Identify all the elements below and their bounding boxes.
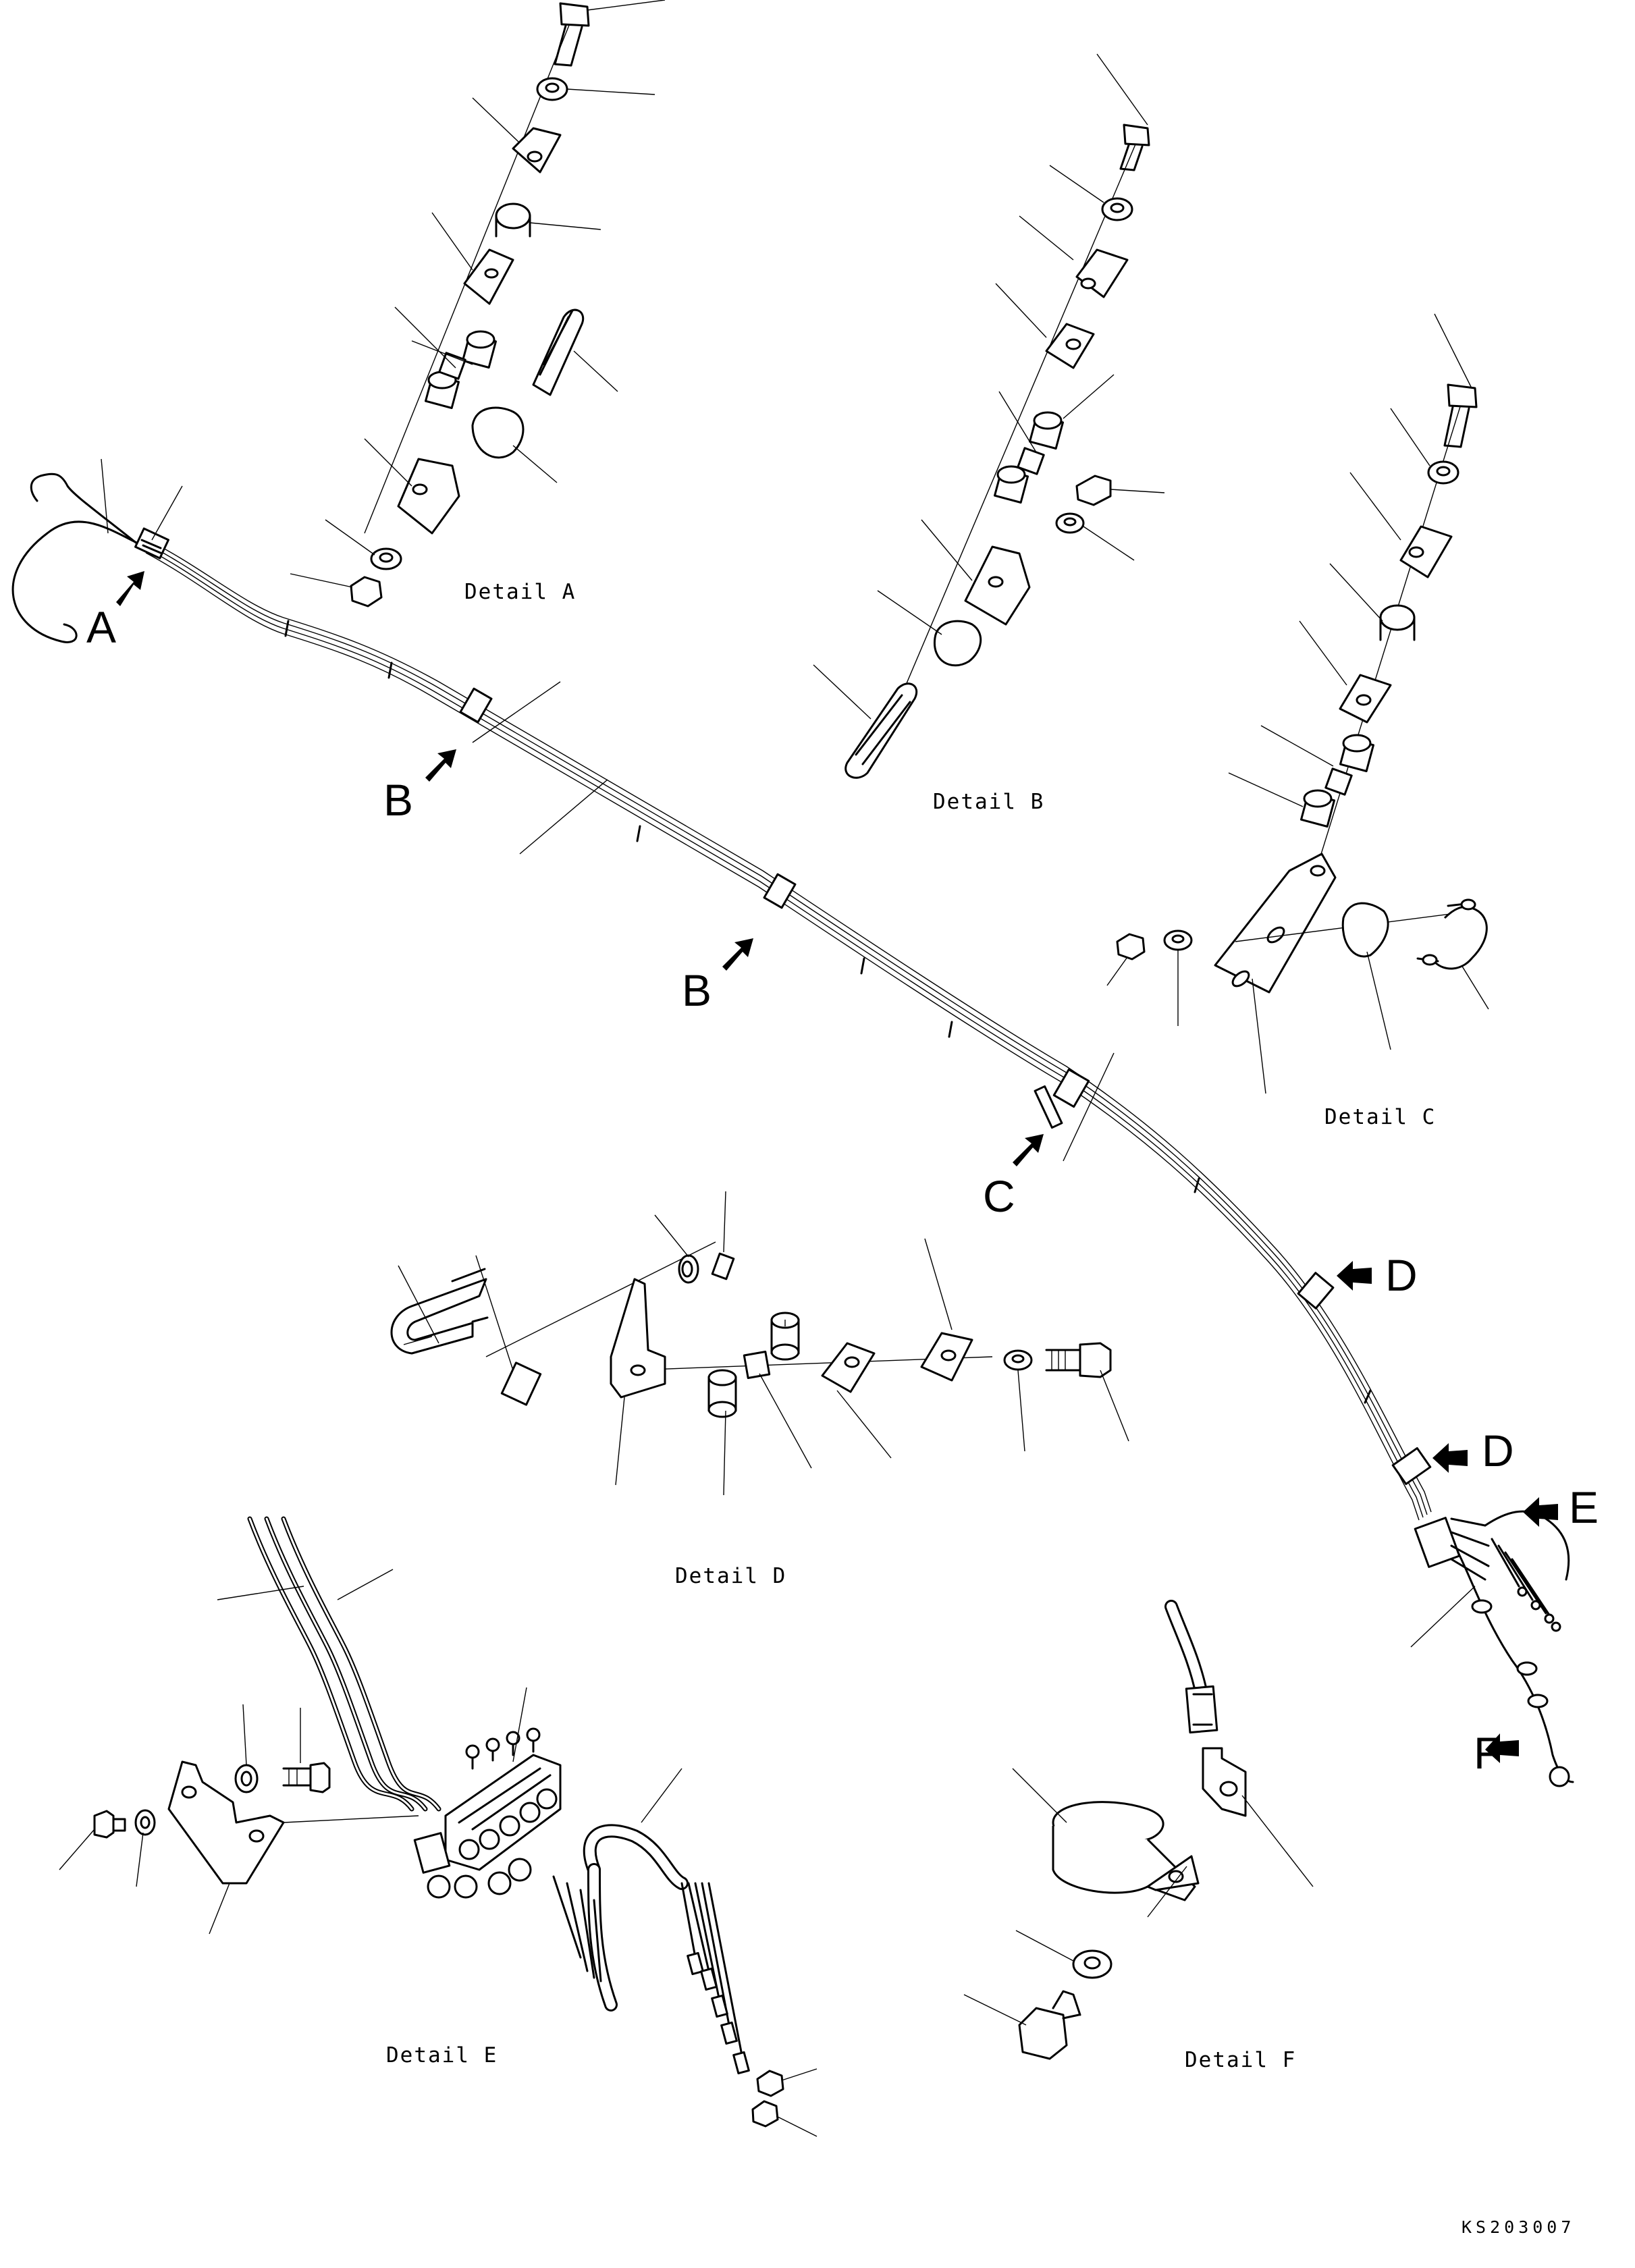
detail-b-exploded: Detail B [813,53,1165,814]
detail-f-caption: Detail F [1185,2048,1296,2072]
detail-f-exploded: Detail F [963,1600,1314,2072]
clip-icon [512,127,562,173]
detail-d-exploded: Detail D [390,1191,1129,1588]
ref-label-e: E [1569,1482,1599,1532]
arrow-e-icon [1523,1497,1558,1527]
spacer-icon [495,202,531,230]
arrow-c-icon [1013,1134,1044,1166]
main-leader-lines [101,458,1476,1648]
detail-b-caption: Detail B [933,790,1044,814]
p-clamp-icon [1052,1801,1200,1901]
arrow-b1-icon [425,749,456,782]
ref-label-a: A [86,602,116,652]
detail-e-exploded: Detail E [59,1516,818,2137]
arrow-a-icon [116,571,144,606]
detail-c-exploded: Detail C [1106,313,1489,1129]
detail-c-caption: Detail C [1324,1105,1436,1129]
detail-d-caption: Detail D [675,1564,786,1588]
bolt-icon [554,2,590,67]
ref-label-d2: D [1482,1426,1514,1476]
arrow-d2-icon [1432,1443,1468,1473]
arrow-b2-icon [722,938,753,971]
ref-label-d1: D [1385,1250,1418,1300]
bracket-icon [397,458,460,535]
detail-a-exploded: Detail A [290,0,666,608]
ref-label-b2: B [682,965,712,1015]
cushion-icon [471,406,525,459]
ref-label-f: F [1474,1728,1501,1778]
view-reference-arrows: A B B C D D E F [86,571,1599,1778]
ref-label-b1: B [383,775,413,825]
ref-label-c: C [983,1171,1015,1221]
arrow-d1-icon [1337,1261,1372,1291]
arrow-f-icon [1485,1733,1519,1763]
tube-connector-icon [532,308,585,396]
detail-a-caption: Detail A [464,580,576,604]
detail-e-caption: Detail E [386,2043,498,2068]
main-hose-assembly [11,473,1574,1787]
drawing-code: KS203007 [1462,2217,1575,2237]
manifold-block-icon [413,1727,562,1899]
nut-icon [350,576,383,608]
